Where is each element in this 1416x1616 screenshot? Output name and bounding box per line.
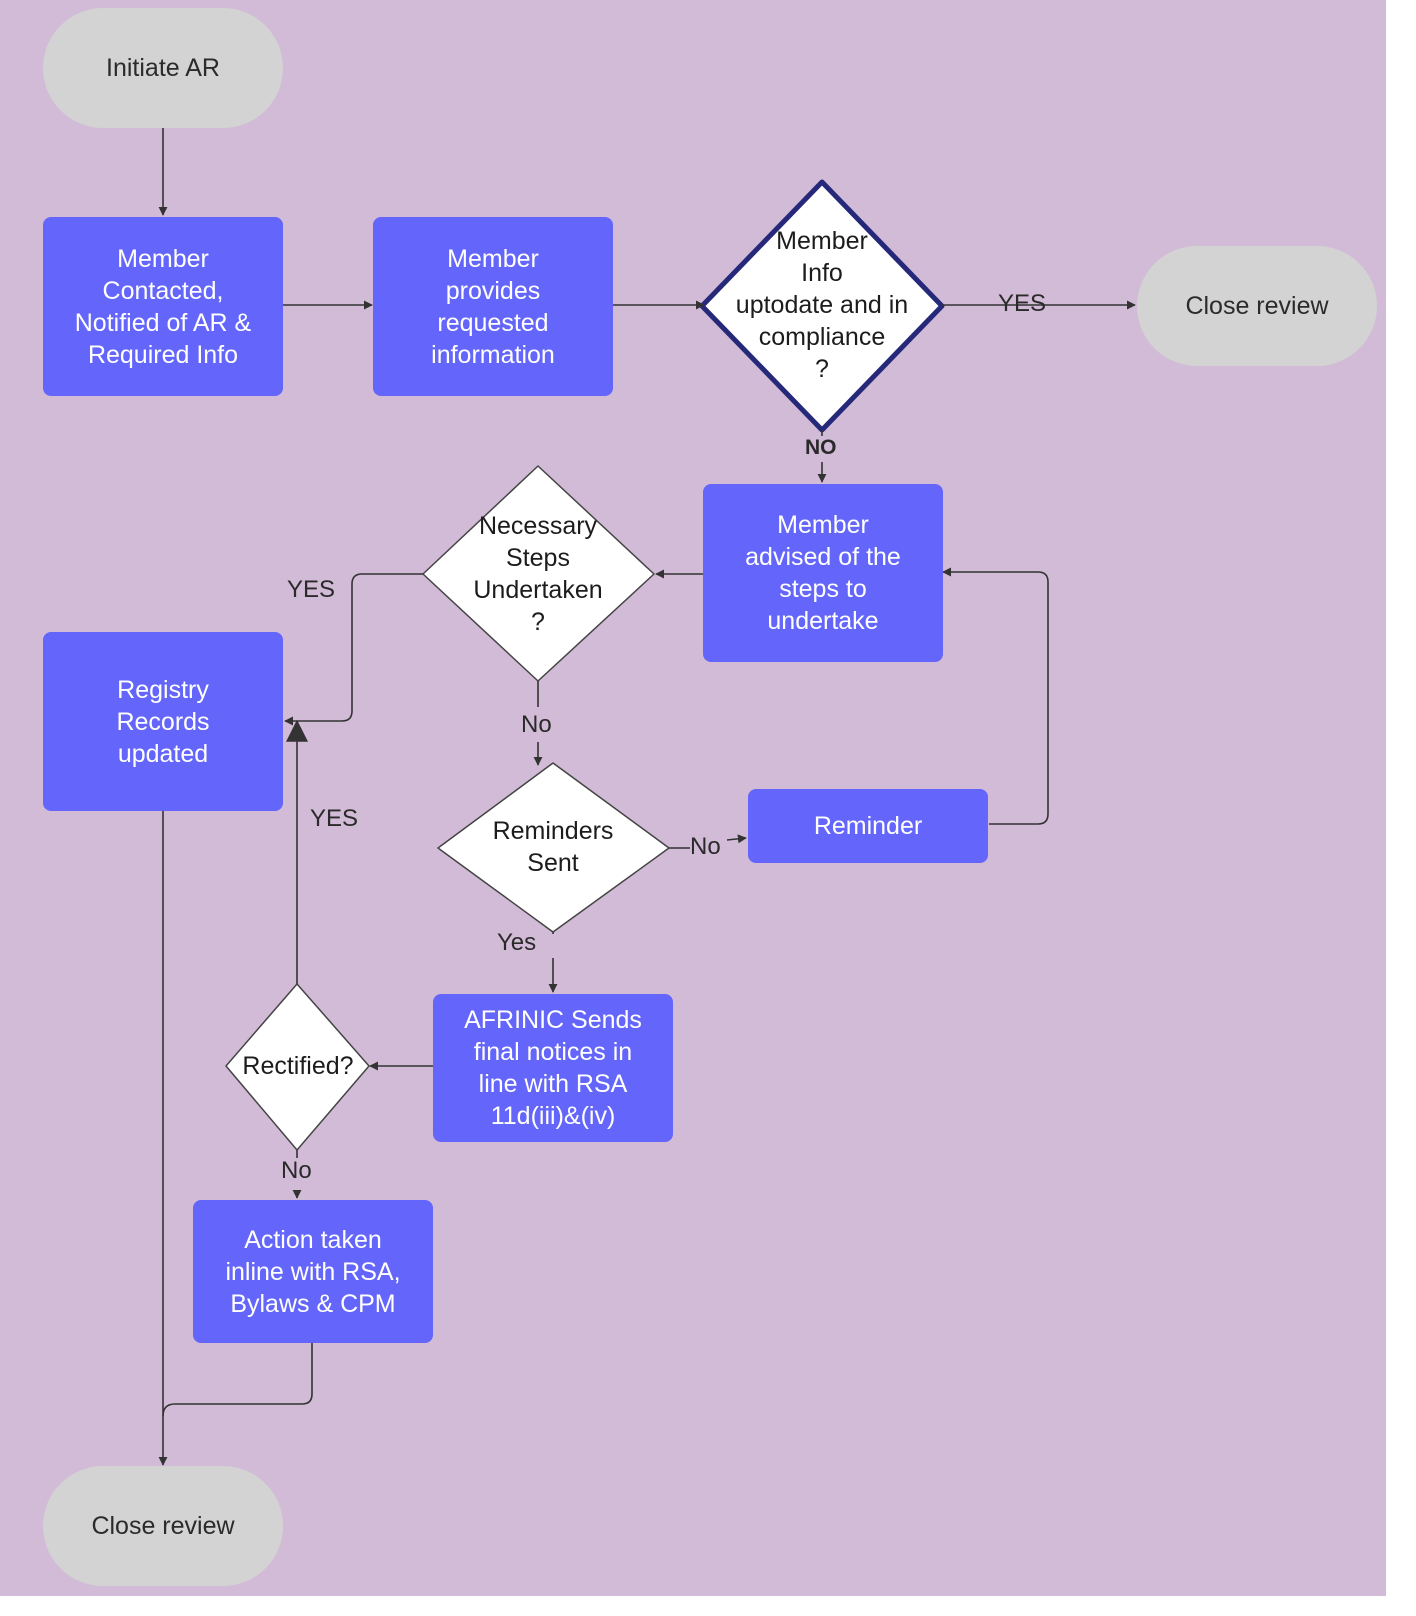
label-steps-yes: YES	[287, 576, 336, 603]
start-initiate-ar: Initiate AR	[43, 8, 283, 128]
process-member-advised: Member advised of the steps to undertake	[703, 484, 943, 662]
process-registry-updated: Registry Records updated	[43, 632, 283, 811]
edge-reminder-loop-to-advised	[942, 567, 1049, 825]
edge-reminders-no-to-reminder	[726, 834, 747, 844]
label-reminders-yes: Yes	[497, 929, 537, 956]
end-close-review-bottom: Close review	[43, 1466, 283, 1586]
process-member-contacted: Member Contacted, Notified of AR & Requi…	[43, 217, 283, 396]
label-rectified-yes: YES	[310, 805, 359, 832]
label-rectified-no: No	[281, 1157, 312, 1184]
label-compliance-no: NO	[805, 436, 837, 459]
decision-compliance-label: Member Info uptodate and in compliance ?	[735, 227, 909, 383]
decision-steps-label: Necessary Steps Undertaken ?	[473, 512, 603, 636]
process-action-taken: Action taken inline with RSA, Bylaws & C…	[193, 1200, 433, 1343]
right-margin	[1386, 0, 1416, 1616]
decision-rectified-label: Rectified?	[242, 1052, 354, 1080]
end-close-review-top: Close review	[1137, 246, 1377, 366]
edge-steps-yes-to-registry	[284, 573, 423, 726]
bottom-margin	[0, 1596, 1416, 1616]
process-afrinic-final-notices: AFRINIC Sends final notices in line with…	[433, 994, 673, 1142]
process-reminder: Reminder	[748, 789, 988, 863]
process-member-provides-info: Member provides requested information	[373, 217, 613, 396]
label-reminders-no: No	[690, 833, 721, 860]
label-steps-no: No	[521, 711, 552, 738]
label-compliance-yes: YES	[998, 290, 1047, 317]
decision-reminders-label: Reminders Sent	[492, 817, 614, 877]
edge-action-to-close	[162, 1340, 313, 1417]
